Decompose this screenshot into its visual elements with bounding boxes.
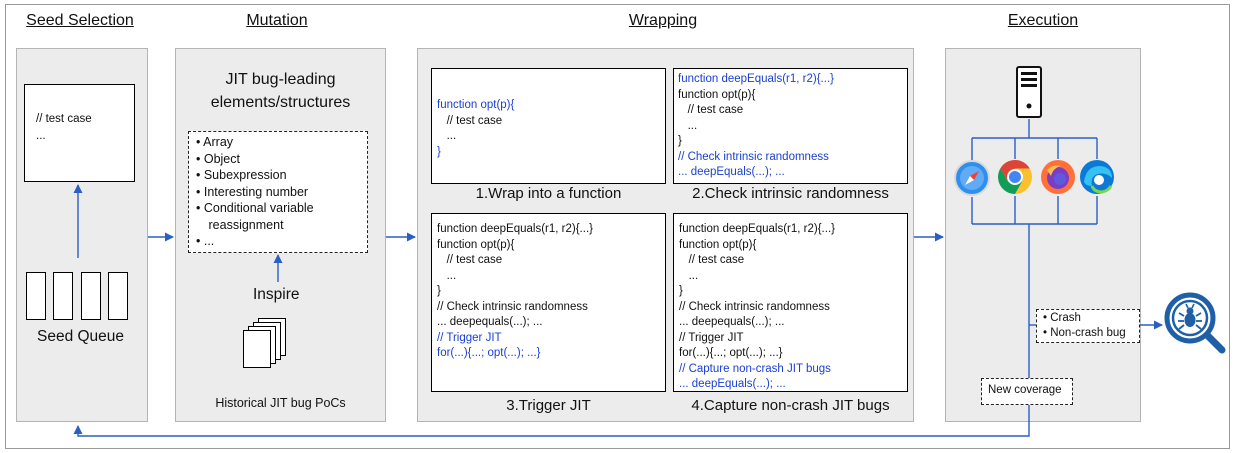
code-line: // Check intrinsic randomness	[437, 300, 588, 313]
code-line: ... deepEquals(...); ...	[679, 378, 786, 390]
code-line: ... deepequals(...); ...	[679, 316, 785, 328]
wrap-step1-caption: 1.Wrap into a function	[475, 185, 622, 202]
wrap-step1-code: function opt(p){ // test case ...}	[437, 98, 514, 160]
code-line: function deepEquals(r1, r2){...}	[678, 73, 834, 85]
code-line: ... deepequals(...); ...	[437, 316, 543, 328]
firefox-icon	[1039, 158, 1077, 196]
stage-title-seed-selection: Seed Selection	[26, 12, 134, 29]
test-case-ellipsis: ...	[36, 130, 46, 142]
safari-icon	[953, 159, 991, 197]
list-item: • ...	[196, 234, 215, 248]
historical-pocs-label: Historical JIT bug PoCs	[215, 396, 346, 410]
list-item: reassignment	[196, 217, 284, 232]
mutation-heading-line2: elements/structures	[210, 94, 351, 111]
bug-outcomes-list: • Crash • Non-crash bug	[1043, 311, 1126, 341]
code-line: // test case	[679, 254, 745, 266]
code-line: ...	[437, 269, 457, 282]
code-line: // Check intrinsic randomness	[679, 300, 830, 313]
seed-queue-slot	[26, 272, 46, 320]
wrap-step4-code-box: function deepEquals(r1, r2){...} function…	[673, 213, 908, 392]
list-item: • Array	[196, 135, 234, 149]
code-line: // Capture non-crash JIT bugs	[679, 362, 831, 375]
wrap-step3-code-box: function deepEquals(r1, r2){...} function…	[431, 213, 666, 392]
stage-title-execution: Execution	[1007, 12, 1079, 29]
wrap-step2-code-box: function deepEquals(r1, r2){...} function…	[673, 68, 908, 184]
diagram-frame	[5, 4, 1230, 449]
stage-title-mutation: Mutation	[246, 12, 308, 29]
code-line: function opt(p){	[679, 238, 757, 251]
test-case-line: // test case	[36, 113, 92, 125]
bug-outcomes-box: • Crash • Non-crash bug	[1036, 309, 1140, 343]
code-line: // test case	[437, 254, 503, 266]
code-line: // test case	[437, 114, 503, 127]
bug-elements-list: • Array • Object • Subexpression • Interest…	[196, 134, 314, 250]
list-item: • Object	[196, 151, 240, 166]
new-coverage-box: New coverage	[981, 378, 1073, 405]
bug-elements-list-box: • Array • Object • Subexpression • Interest…	[188, 131, 368, 253]
new-coverage-label: New coverage	[988, 384, 1062, 396]
list-item: • Conditional variable	[196, 201, 314, 215]
bug-detector-icon	[1164, 292, 1228, 356]
seed-queue-label: Seed Queue	[37, 328, 125, 345]
inspire-label: Inspire	[253, 286, 300, 303]
code-line: function opt(p){	[437, 99, 515, 111]
code-line: ...	[678, 119, 698, 132]
code-line: }	[679, 285, 683, 297]
code-line: function opt(p){	[678, 88, 756, 101]
seed-queue-slot	[81, 272, 101, 320]
seed-queue-slot	[108, 272, 128, 320]
code-line: // test case	[678, 104, 744, 116]
wrap-step3-code: function deepEquals(r1, r2){...} function…	[437, 222, 593, 362]
list-item: • Crash	[1043, 312, 1081, 324]
coverage-feedback-arrow	[73, 405, 1030, 437]
wrap-step2-code: function deepEquals(r1, r2){...} function…	[678, 72, 834, 181]
list-item: • Subexpression	[196, 168, 287, 182]
code-line: function opt(p){	[437, 238, 515, 251]
code-line: function deepEquals(r1, r2){...}	[437, 223, 593, 235]
chrome-icon	[996, 158, 1034, 196]
code-line: // Check intrinsic randomness	[678, 150, 829, 163]
code-line: ...	[437, 130, 457, 142]
test-case-box: // test case ...	[24, 84, 135, 182]
code-line: for(...){...; opt(...); ...}	[679, 347, 783, 359]
seed-queue-slot	[53, 272, 73, 320]
poc-document	[243, 330, 271, 368]
code-line: // Trigger JIT	[437, 331, 502, 344]
code-line: // Trigger JIT	[679, 331, 744, 344]
wrap-step1-code-box: function opt(p){ // test case ...}	[431, 68, 666, 184]
edge-icon	[1078, 158, 1116, 196]
mutation-heading-line1: JIT bug-leading	[225, 71, 336, 88]
code-line: ... deepEquals(...); ...	[678, 166, 785, 178]
server-icon	[1016, 66, 1042, 118]
code-line: for(...){...; opt(...); ...}	[437, 347, 541, 359]
wrap-step4-caption: 4.Capture non-crash JIT bugs	[691, 397, 890, 414]
code-line: ...	[679, 269, 699, 282]
stage-title-wrapping: Wrapping	[628, 12, 698, 29]
code-line: }	[437, 285, 441, 297]
wrap-step3-caption: 3.Trigger JIT	[506, 397, 591, 414]
code-line: }	[437, 145, 441, 158]
code-line: function deepEquals(r1, r2){...}	[679, 223, 835, 235]
wrap-step2-caption: 2.Check intrinsic randomness	[692, 185, 889, 202]
execution-panel	[945, 48, 1141, 422]
list-item: • Interesting number	[196, 184, 309, 199]
code-line: }	[678, 135, 682, 147]
wrap-step4-code: function deepEquals(r1, r2){...} function…	[679, 222, 835, 393]
list-item: • Non-crash bug	[1043, 327, 1126, 339]
